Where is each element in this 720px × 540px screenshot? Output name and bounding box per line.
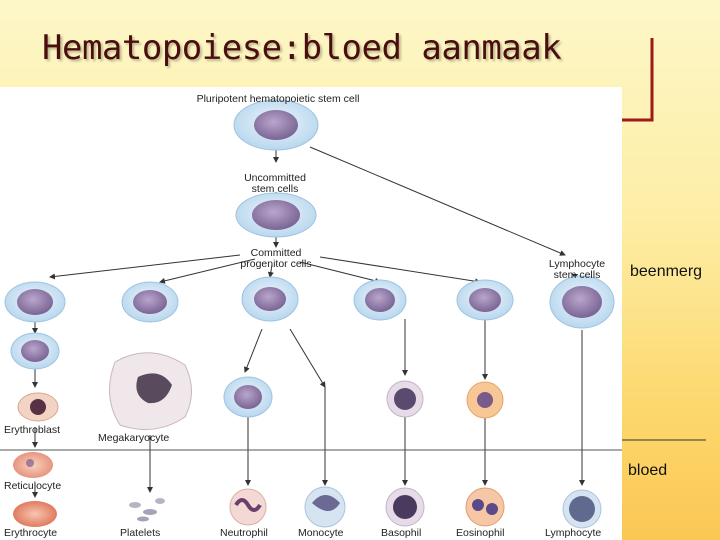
label-neutrophil: Neutrophil: [220, 527, 268, 539]
label-bone-marrow: beenmerg: [630, 263, 703, 280]
label-erythrocyte: Erythrocyte: [4, 527, 58, 539]
label-uncommitted-1: Uncommitted: [244, 172, 306, 184]
label-lymphocyte-stem-1: Lymphocyte: [548, 258, 606, 270]
progenitor-cell-myeloid: [241, 276, 299, 322]
label-lymphocyte: Lymphocyte: [545, 527, 602, 539]
progenitor-cell-megakaryocytic: [121, 281, 179, 323]
eosinophil-precursor-cell: [466, 381, 504, 419]
slide-title: Hematopoiese:bloed aanmaak: [42, 28, 562, 68]
label-stem-cell: Pluripotent hematopoietic stem cell: [196, 93, 360, 105]
label-committed-1: Committed: [250, 247, 302, 259]
uncommitted-stem-cell: [235, 192, 317, 238]
myeloblast-cell: [223, 376, 273, 418]
proerythroblast: [10, 332, 60, 370]
progenitor-cell-eosinophilic: [456, 279, 514, 321]
lymphocyte-stem-cell: [549, 275, 615, 329]
label-megakaryocyte: Megakaryocyte: [98, 432, 170, 444]
neutrophil-cell: [229, 488, 267, 526]
pluripotent-stem-cell: [233, 99, 319, 151]
label-eosinophil: Eosinophil: [456, 527, 505, 539]
erythrocyte-cell: [13, 501, 57, 527]
lymphocyte-cell: [562, 489, 602, 529]
hematopoiesis-diagram: Pluripotent hematopoietic stem cell Unco…: [0, 87, 622, 540]
label-committed-2: progenitor cells: [240, 258, 312, 270]
label-uncommitted-2: stem cells: [251, 183, 299, 195]
label-blood: bloed: [628, 462, 668, 479]
eosinophil-cell: [465, 487, 505, 527]
monocyte-cell: [304, 486, 346, 528]
label-monocyte: Monocyte: [298, 527, 344, 539]
label-lymphocyte-stem-2: stem cells: [553, 269, 601, 281]
label-erythroblast: Erythroblast: [4, 424, 61, 436]
basophil-cell: [385, 487, 425, 527]
megakaryocyte-cell: [109, 352, 192, 430]
progenitor-cell-erythroid: [4, 281, 66, 323]
platelets-cluster: [129, 498, 165, 522]
label-basophil: Basophil: [381, 527, 422, 539]
label-platelets: Platelets: [120, 527, 161, 539]
label-reticulocyte: Reticulocyte: [4, 480, 62, 492]
basophil-precursor-cell: [386, 380, 424, 418]
progenitor-cell-basophilic: [353, 279, 407, 321]
erythroblast-cell: [17, 392, 59, 422]
reticulocyte-cell: [13, 452, 53, 478]
